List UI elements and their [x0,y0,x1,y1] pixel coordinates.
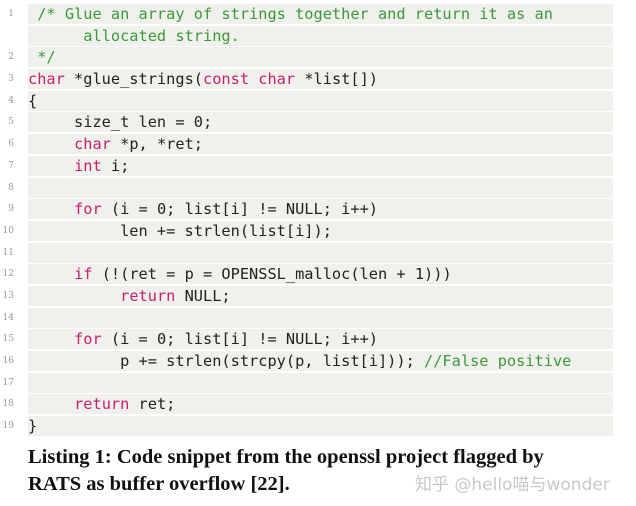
code-line: 4{ [0,90,636,113]
code-text: char *p, *ret; [28,134,613,155]
code-keyword: const char [203,70,296,89]
code-text: for (i = 0; list[i] != NULL; i++) [28,199,613,220]
code-token [28,157,74,175]
code-keyword: for [74,330,102,349]
code-keyword: char [28,70,65,89]
line-number: 17 [2,377,14,388]
code-line: 7 int i; [0,155,636,178]
line-number: 12 [2,269,14,280]
code-token: { [28,91,38,110]
line-number: 16 [2,356,14,366]
line-number: 6 [8,139,14,150]
line-number: 3 [8,74,14,85]
code-token: (i = 0; list[i] != NULL; i++) [101,330,378,349]
code-token: NULL; [175,286,231,305]
code-comment: */ [28,48,56,67]
code-text: char *glue_strings(const char *list[]) [28,69,613,90]
code-line: 17 [0,372,636,395]
code-text: { [28,90,613,111]
code-text [28,242,613,263]
code-line: 15 for (i = 0; list[i] != NULL; i++) [0,329,636,351]
code-keyword: return [74,395,130,414]
code-listing: 1 /* Glue an array of strings together a… [0,4,636,438]
code-token [28,135,74,153]
code-text: return ret; [28,394,613,415]
code-token [28,287,120,305]
code-token: *glue_strings( [64,70,203,89]
line-number: 14 [2,312,14,323]
code-line: 1 /* Glue an array of strings together a… [0,4,636,26]
code-line: 14 [0,307,636,330]
line-number: 1 [8,9,14,19]
line-number: 2 [8,52,14,63]
line-number: 15 [2,334,14,345]
code-text: int i; [28,155,613,176]
code-token: i; [101,156,130,175]
line-number: 18 [2,399,14,410]
code-token: len += strlen(list[i]); [28,221,332,240]
code-text: /* Glue an array of strings together and… [28,4,613,24]
code-comment: /* Glue an array of strings together and… [28,5,553,23]
line-number: 10 [2,225,14,236]
code-text: */ [28,47,613,68]
code-token: p += strlen(strcpy(p, list[i])); [28,352,425,370]
code-token: ret; [129,395,176,414]
code-line: 13 return NULL; [0,285,636,308]
caption-line-1: Listing 1: Code snippet from the openssl… [28,446,544,468]
code-line: 2 */ [0,47,636,69]
code-text: return NULL; [28,285,613,306]
code-line: 6 char *p, *ret; [0,134,636,156]
code-comment: allocated string. [28,26,240,45]
line-number: 5 [8,117,14,128]
code-token [28,265,74,283]
code-line: 3 char *glue_strings(const char *list[]) [0,69,636,91]
line-number: 9 [8,204,14,215]
code-line: 11 [0,242,636,265]
code-token: (i = 0; list[i] != NULL; i++) [101,200,378,219]
code-line: 10 len += strlen(list[i]); [0,220,636,243]
code-token [28,395,74,413]
code-line: 8 [0,177,636,200]
code-text: p += strlen(strcpy(p, list[i])); //False… [28,351,613,371]
code-token: size_t len = 0; [28,113,213,132]
code-text: } [28,416,613,437]
code-keyword: return [120,286,176,305]
code-text: allocated string. [28,25,613,46]
code-text [28,372,613,393]
line-number: 4 [8,95,14,106]
listing-caption: Listing 1: Code snippet from the openssl… [28,444,628,498]
caption-line-2: RATS as buffer overflow [22]. [28,473,290,495]
code-comment: //False positive [424,352,572,370]
code-line: 5 size_t len = 0; [0,112,636,134]
code-token: (!(ret = p = OPENSSL_malloc(len + 1))) [92,265,452,284]
watermark: 知乎 @hello喵与wonder [415,475,610,495]
code-line: 18 return ret; [0,394,636,416]
code-text: if (!(ret = p = OPENSSL_malloc(len + 1))… [28,264,613,285]
code-text: size_t len = 0; [28,112,613,133]
code-keyword: if [74,265,93,284]
code-keyword: for [74,200,102,219]
code-keyword: int [74,156,102,175]
line-number: 13 [2,290,14,301]
line-number: 19 [2,421,14,432]
code-token [28,330,74,348]
line-number: 11 [2,247,14,258]
code-text: for (i = 0; list[i] != NULL; i++) [28,329,613,350]
code-keyword: char [74,135,111,154]
code-token [28,200,74,218]
code-line: 19} [0,416,636,438]
code-text [28,307,613,328]
code-text [28,177,613,198]
code-line: 16 p += strlen(strcpy(p, list[i])); //Fa… [0,351,636,373]
code-line: 9 for (i = 0; list[i] != NULL; i++) [0,199,636,221]
code-line: allocated string. [0,25,636,48]
code-token: *p, *ret; [110,135,204,154]
line-number: 8 [8,182,14,193]
code-text: len += strlen(list[i]); [28,220,613,241]
code-token: *list[]) [295,70,378,89]
code-token: } [28,417,38,436]
code-line: 12 if (!(ret = p = OPENSSL_malloc(len + … [0,264,636,286]
line-number: 7 [8,160,14,171]
